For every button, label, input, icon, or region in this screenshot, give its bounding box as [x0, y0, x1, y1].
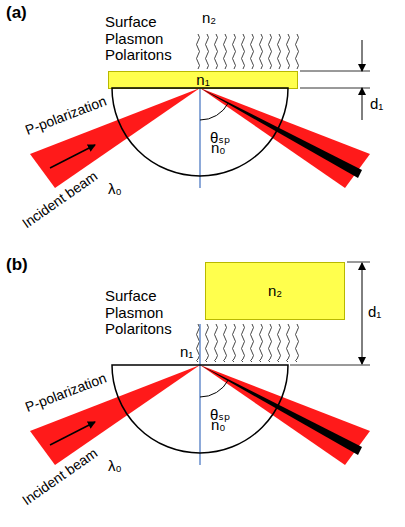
- prism: n₀: [112, 365, 288, 453]
- spp-label: Surface Plasmon Polaritons: [105, 14, 193, 64]
- angle-arc: [200, 103, 228, 120]
- panel-label: (a): [6, 4, 27, 23]
- plasmon-wave: [197, 34, 200, 69]
- reflectance-dip: [200, 88, 362, 178]
- plasmon-wave: [233, 34, 236, 69]
- prism-outline: [112, 88, 288, 178]
- normal-line: [199, 324, 200, 465]
- reflectance-dip: [200, 365, 362, 455]
- plasmon-wave: [260, 34, 263, 69]
- angle-arc: [200, 380, 228, 397]
- dimension-extension: [290, 365, 370, 366]
- plasmon-wave: [251, 34, 254, 69]
- plasmon-wave: [251, 324, 254, 362]
- panel-b-optics: [30, 262, 370, 465]
- wavelength-label: λ₀: [108, 458, 122, 475]
- plasmon-wave: [242, 34, 245, 69]
- thickness-label: d₁: [368, 304, 381, 321]
- plasmon-wave: [260, 324, 263, 362]
- thickness-label: d₁: [370, 96, 383, 113]
- plasmon-wave: [269, 324, 272, 362]
- plasmon-wave: [287, 34, 290, 69]
- plasmon-wave: [296, 34, 299, 69]
- refractive-index: n₂: [202, 10, 216, 27]
- normal-line: [199, 88, 200, 188]
- angle-label: θₛₚ: [210, 130, 230, 147]
- plasmon-wave: [215, 324, 218, 362]
- refractive-index: n₁: [196, 72, 209, 88]
- prism-outline: [112, 365, 288, 455]
- plasmon-wave: [233, 324, 236, 362]
- refractive-index: n₂: [268, 283, 282, 299]
- panel-label: (b): [6, 256, 28, 275]
- plasmon-wave: [242, 324, 245, 362]
- wavelength-label: λ₀: [108, 181, 122, 198]
- angle-label: θₛₚ: [210, 407, 230, 424]
- plasmon-wave: [287, 324, 290, 362]
- beam-arrow: [50, 422, 95, 445]
- dimension-extension: [347, 262, 370, 263]
- dielectric-block: n₂: [205, 262, 345, 320]
- refractive-index: n₁: [180, 344, 193, 361]
- dimension-extension: [300, 71, 370, 72]
- dimension-arrow: [362, 263, 363, 364]
- plasmon-wave: [215, 34, 218, 69]
- plasmon-wave: [269, 34, 272, 69]
- plasmon-wave: [224, 324, 227, 362]
- dimension-extension: [300, 88, 370, 89]
- plasmon-wave: [296, 324, 299, 362]
- dimension-arrow: [362, 88, 363, 120]
- prism: n₀: [112, 88, 288, 176]
- plasmon-wave: [206, 34, 209, 69]
- dimension-arrow: [362, 40, 363, 71]
- plasmon-wave: [224, 34, 227, 69]
- plasmon-wave: [197, 324, 200, 362]
- beam-arrow: [50, 145, 95, 168]
- plasmon-wave: [278, 34, 281, 69]
- plasmon-wave: [206, 324, 209, 362]
- metal-film: n₁: [108, 71, 298, 89]
- spp-label: Surface Plasmon Polaritons: [105, 288, 193, 338]
- plasmon-wave: [278, 324, 281, 362]
